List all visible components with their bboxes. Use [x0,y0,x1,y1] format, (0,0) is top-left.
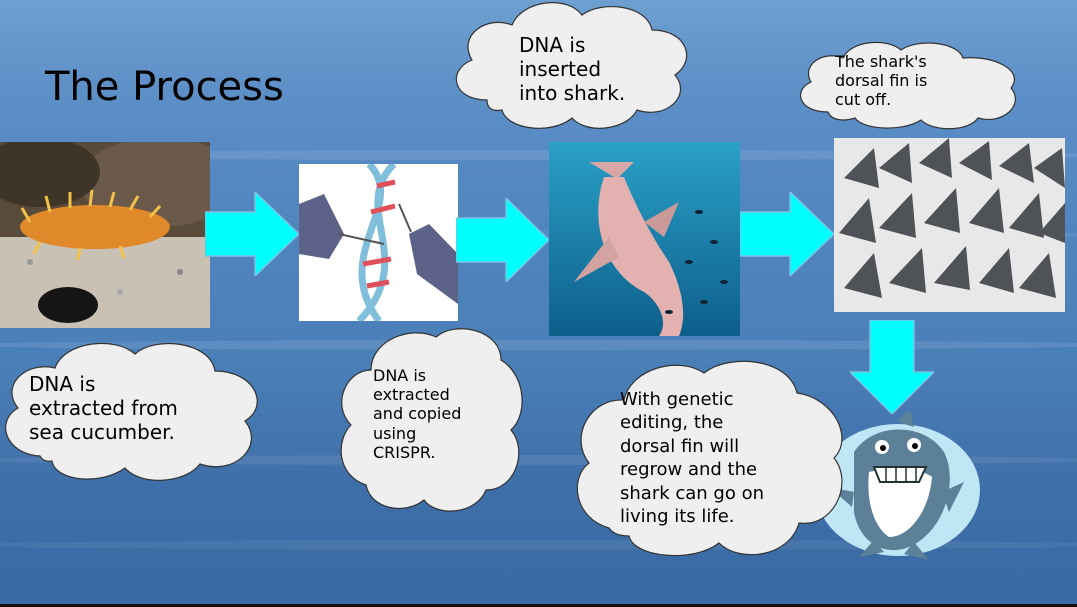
step-cut-fin-text: The shark's dorsal fin is cut off. [835,52,928,110]
dna-editing-image [299,164,458,321]
callout-dna-inserted: DNA is inserted into shark. [447,0,693,132]
arrow-right-icon [456,198,549,282]
arrow-right-icon [740,192,834,276]
shark-fins-image [834,138,1065,312]
callout-dna-extracted: DNA is extracted from sea cucumber. [0,336,266,484]
step-insert-text: DNA is inserted into shark. [519,33,626,105]
bottom-border [0,604,1077,607]
arrow-right-icon [205,192,299,276]
callout-fin-cut-off: The shark's dorsal fin is cut off. [793,40,1023,130]
cartoon-shark-image [814,412,982,562]
sea-cucumber-image [0,142,210,328]
hammerhead-shark-image [549,142,740,336]
callout-fin-regrow: With genetic editing, the dorsal fin wil… [569,358,851,563]
callout-crispr: DNA is extracted and copied using CRISPR… [336,325,525,515]
step-regrow-text: With genetic editing, the dorsal fin wil… [620,389,764,527]
slide-title: The Process [45,64,284,110]
arrow-down-icon [850,320,934,414]
step-crispr-text: DNA is extracted and copied using CRISPR… [373,366,462,462]
step-extract-text: DNA is extracted from sea cucumber. [29,372,178,444]
